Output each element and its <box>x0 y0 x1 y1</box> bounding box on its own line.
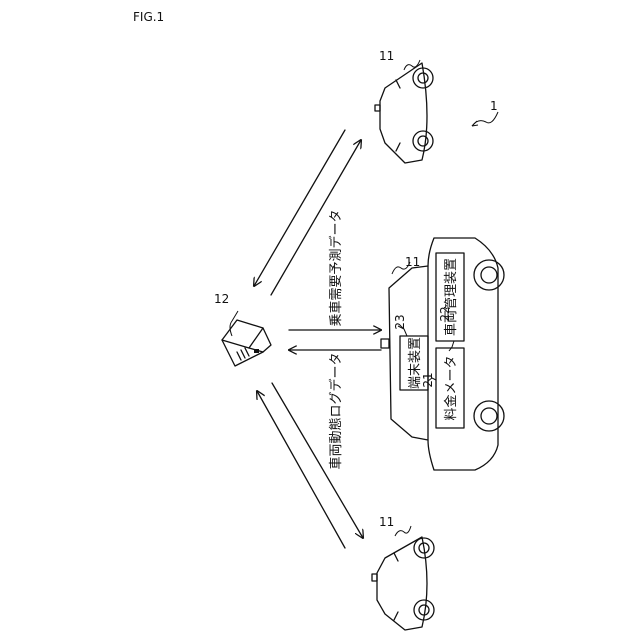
vehicle-top-rear-wheel <box>413 131 433 151</box>
vehicle-log-label: 車両動態ログデータ <box>328 352 344 469</box>
system-reference: 1 <box>472 99 498 126</box>
server: 12 <box>214 292 271 366</box>
fare-meter-ref: 21 <box>421 372 435 387</box>
vehicle-top-body <box>380 63 427 163</box>
vehicle-bottom-mirror <box>372 574 377 581</box>
arrow-server-to-top <box>271 140 361 295</box>
system-ref-label: 1 <box>490 99 498 113</box>
vehicle-main: 11 車両管理装置 22 端末装置 23 料金メータ 21 <box>381 238 504 470</box>
vehicle-top-ref: 11 <box>379 49 394 63</box>
vehicle-bottom: 11 <box>372 515 434 630</box>
vehicle-manager-ref: 22 <box>438 306 452 321</box>
demand-forecast-label: 乗車需要予測データ <box>328 209 344 326</box>
fare-meter-label: 料金メータ <box>443 355 459 420</box>
vehicle-main-ref: 11 <box>405 255 420 269</box>
vehicle-main-front-wheel <box>474 260 504 290</box>
server-ref: 12 <box>214 292 229 306</box>
terminal-ref: 23 <box>393 314 407 329</box>
vehicle-top: 11 <box>375 49 433 163</box>
figure-label: FIG.1 <box>133 10 164 24</box>
comm-arrows <box>254 130 381 548</box>
vehicle-bottom-ref: 11 <box>379 515 394 529</box>
vehicle-manager-label: 車両管理装置 <box>444 258 459 336</box>
vehicle-main-mirror <box>381 339 389 348</box>
vehicle-manager-box: 車両管理装置 22 <box>436 253 464 351</box>
vehicle-top-mirror <box>375 105 380 111</box>
arrow-server-to-bottom <box>272 383 363 538</box>
vehicle-main-rear-wheel <box>474 401 504 431</box>
